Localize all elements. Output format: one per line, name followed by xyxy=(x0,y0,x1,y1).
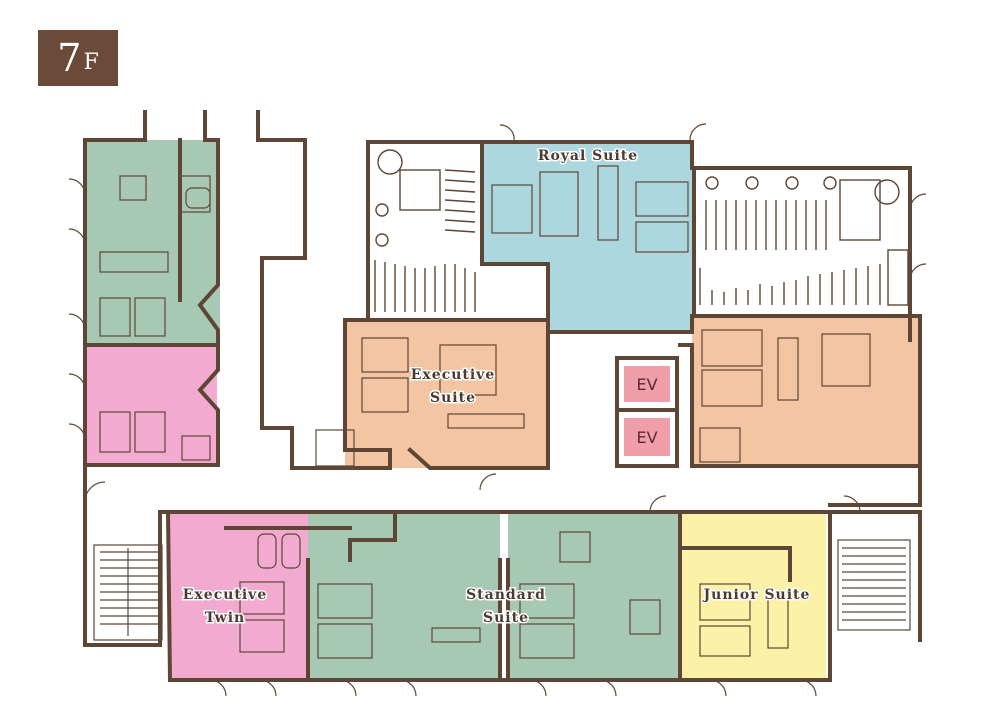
executive-twin-label-line1: Executive xyxy=(183,587,267,603)
executive-suite-label-line1: Executive xyxy=(411,367,495,383)
executive-twin-room-upper[interactable] xyxy=(85,347,217,465)
royal-suite-room-lower[interactable] xyxy=(548,264,694,332)
executive-twin-room-lower[interactable] xyxy=(170,512,308,680)
executive-suite-label-line2: Suite xyxy=(430,390,476,406)
standard-suite-label-line1: Standard xyxy=(466,587,546,603)
standard-room-upper-left[interactable] xyxy=(85,140,220,345)
executive-suite-room-right[interactable] xyxy=(692,316,920,466)
staircase-right xyxy=(837,539,911,631)
executive-twin-label-line2: Twin xyxy=(205,610,245,626)
lounge-seating-right xyxy=(699,176,909,306)
royal-suite-label: Royal Suite xyxy=(538,148,638,164)
standard-suite-room-1[interactable] xyxy=(308,512,500,680)
junior-suite-room[interactable] xyxy=(680,512,826,680)
floor-badge: 7 F xyxy=(38,30,118,86)
door-swings xyxy=(68,123,927,697)
junior-suite-label: Junior Suite xyxy=(702,587,811,603)
room-furniture xyxy=(99,165,871,659)
elevator-2[interactable] xyxy=(624,418,670,456)
floor-suffix: F xyxy=(83,50,99,75)
room-fills xyxy=(85,140,920,680)
elevator-1-label: EV xyxy=(636,375,657,394)
lounge-seating-left xyxy=(374,149,476,312)
elevator-2-label: EV xyxy=(636,428,657,447)
elevator-1[interactable] xyxy=(624,366,670,402)
standard-suite-label-line2: Suite xyxy=(483,610,529,626)
royal-suite-room[interactable] xyxy=(482,142,694,264)
standard-suite-room-2[interactable] xyxy=(508,512,680,680)
floor-number: 7 xyxy=(57,36,82,80)
walls xyxy=(83,110,922,682)
staircase-left xyxy=(93,544,163,641)
